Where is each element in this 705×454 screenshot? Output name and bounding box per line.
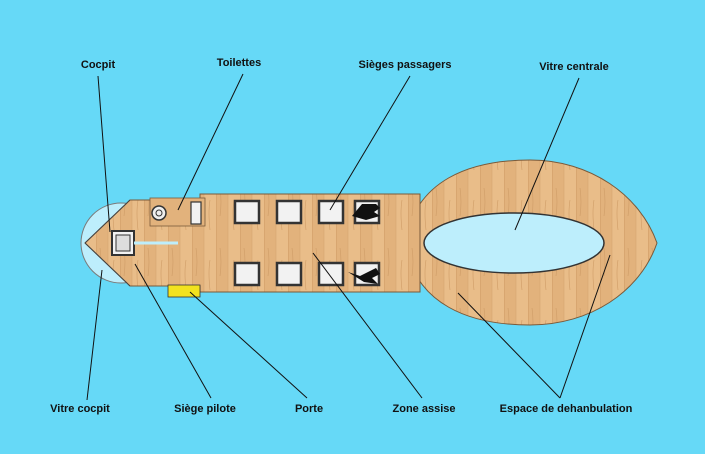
passenger-seat bbox=[233, 261, 261, 287]
label-cockpit-window: Vitre cocpit bbox=[50, 403, 110, 415]
label-passenger-seats: Sièges passagers bbox=[358, 59, 452, 71]
passenger-figure bbox=[352, 204, 380, 220]
label-central-window: Vitre centrale bbox=[539, 61, 609, 73]
label-seating-area: Zone assise bbox=[392, 403, 456, 415]
leader-lines bbox=[86, 73, 611, 401]
passenger-seat bbox=[233, 199, 261, 225]
label-pilot-seat: Siège pilote bbox=[174, 403, 236, 415]
label-cockpit: Cocpit bbox=[80, 59, 116, 71]
central-window bbox=[423, 212, 605, 274]
toilet-bowl bbox=[151, 205, 167, 221]
label-door: Porte bbox=[294, 403, 324, 415]
door bbox=[167, 284, 201, 298]
passenger-seats-top bbox=[233, 199, 381, 225]
label-walking-space: Espace de dehanbulation bbox=[499, 403, 633, 415]
toilet-sink bbox=[190, 201, 202, 225]
passenger-seat bbox=[275, 261, 303, 287]
passenger-seat bbox=[317, 199, 345, 225]
label-toilets: Toilettes bbox=[216, 57, 262, 69]
passenger-seat bbox=[275, 199, 303, 225]
passenger-figure bbox=[348, 268, 380, 284]
